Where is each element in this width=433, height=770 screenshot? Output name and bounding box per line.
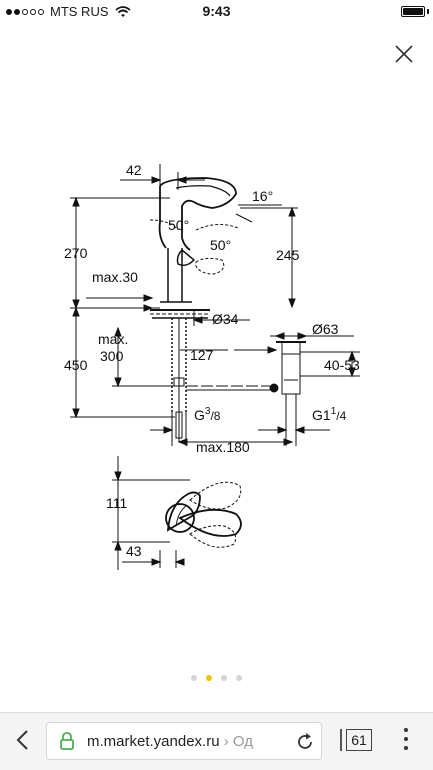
battery-tip <box>427 9 429 14</box>
status-bar: MTS RUS 9:43 <box>0 0 433 24</box>
dim-270: 270 <box>64 245 88 261</box>
wifi-icon <box>114 5 131 17</box>
page-dot[interactable] <box>236 675 242 681</box>
dim-16-degree: 16° <box>252 188 273 204</box>
address-bar[interactable]: m.market.yandex.ru › Од <box>46 722 322 760</box>
dim-127: 127 <box>190 347 214 363</box>
close-button[interactable] <box>390 40 418 68</box>
tabs-icon <box>340 729 342 751</box>
dim-max-300-line2: 300 <box>100 348 124 364</box>
reload-icon <box>298 733 312 749</box>
dim-diameter-34: Ø34 <box>212 311 239 327</box>
tabs-button[interactable]: 61 <box>340 726 376 756</box>
menu-button[interactable] <box>396 728 416 756</box>
dim-40-53: 40-53 <box>324 357 360 373</box>
url-text: m.market.yandex.ru › Од <box>87 733 253 750</box>
signal-strength-icon <box>6 8 44 15</box>
close-icon <box>395 45 413 63</box>
faucet-technical-drawing: 42 16° 50° 50° 270 245 max.30 Ø34 Ø63 ma… <box>64 162 360 570</box>
browser-toolbar: m.market.yandex.ru › Од 61 <box>0 712 433 770</box>
tab-count: 61 <box>346 729 372 751</box>
page-indicator <box>0 675 433 681</box>
dim-245: 245 <box>276 247 300 263</box>
dim-43: 43 <box>126 543 142 559</box>
dim-max-300-line1: max. <box>98 331 128 347</box>
reload-button[interactable] <box>294 731 316 753</box>
dim-g1-1-4: G11/4 <box>312 406 347 423</box>
status-left: MTS RUS <box>6 4 131 19</box>
menu-dots-icon <box>404 728 408 732</box>
battery-icon <box>401 6 425 17</box>
page-dot[interactable] <box>221 675 227 681</box>
dim-max-180: max.180 <box>196 439 250 455</box>
dim-450: 450 <box>64 357 88 373</box>
back-arrow-icon <box>16 730 28 750</box>
back-button[interactable] <box>8 725 38 755</box>
lock-icon <box>60 732 74 750</box>
dim-50-degree-left: 50° <box>168 217 189 233</box>
dim-g-3-8: G3/8 <box>194 406 221 423</box>
page-dot[interactable] <box>191 675 197 681</box>
page-dot[interactable] <box>206 675 212 681</box>
dim-111: 111 <box>106 495 127 511</box>
clock: 9:43 <box>202 3 231 19</box>
dim-max-30: max.30 <box>92 269 138 285</box>
carrier-name: MTS RUS <box>50 4 109 19</box>
dim-50-degree-right: 50° <box>210 237 231 253</box>
dim-42: 42 <box>126 162 142 178</box>
dim-diameter-63: Ø63 <box>312 321 339 337</box>
